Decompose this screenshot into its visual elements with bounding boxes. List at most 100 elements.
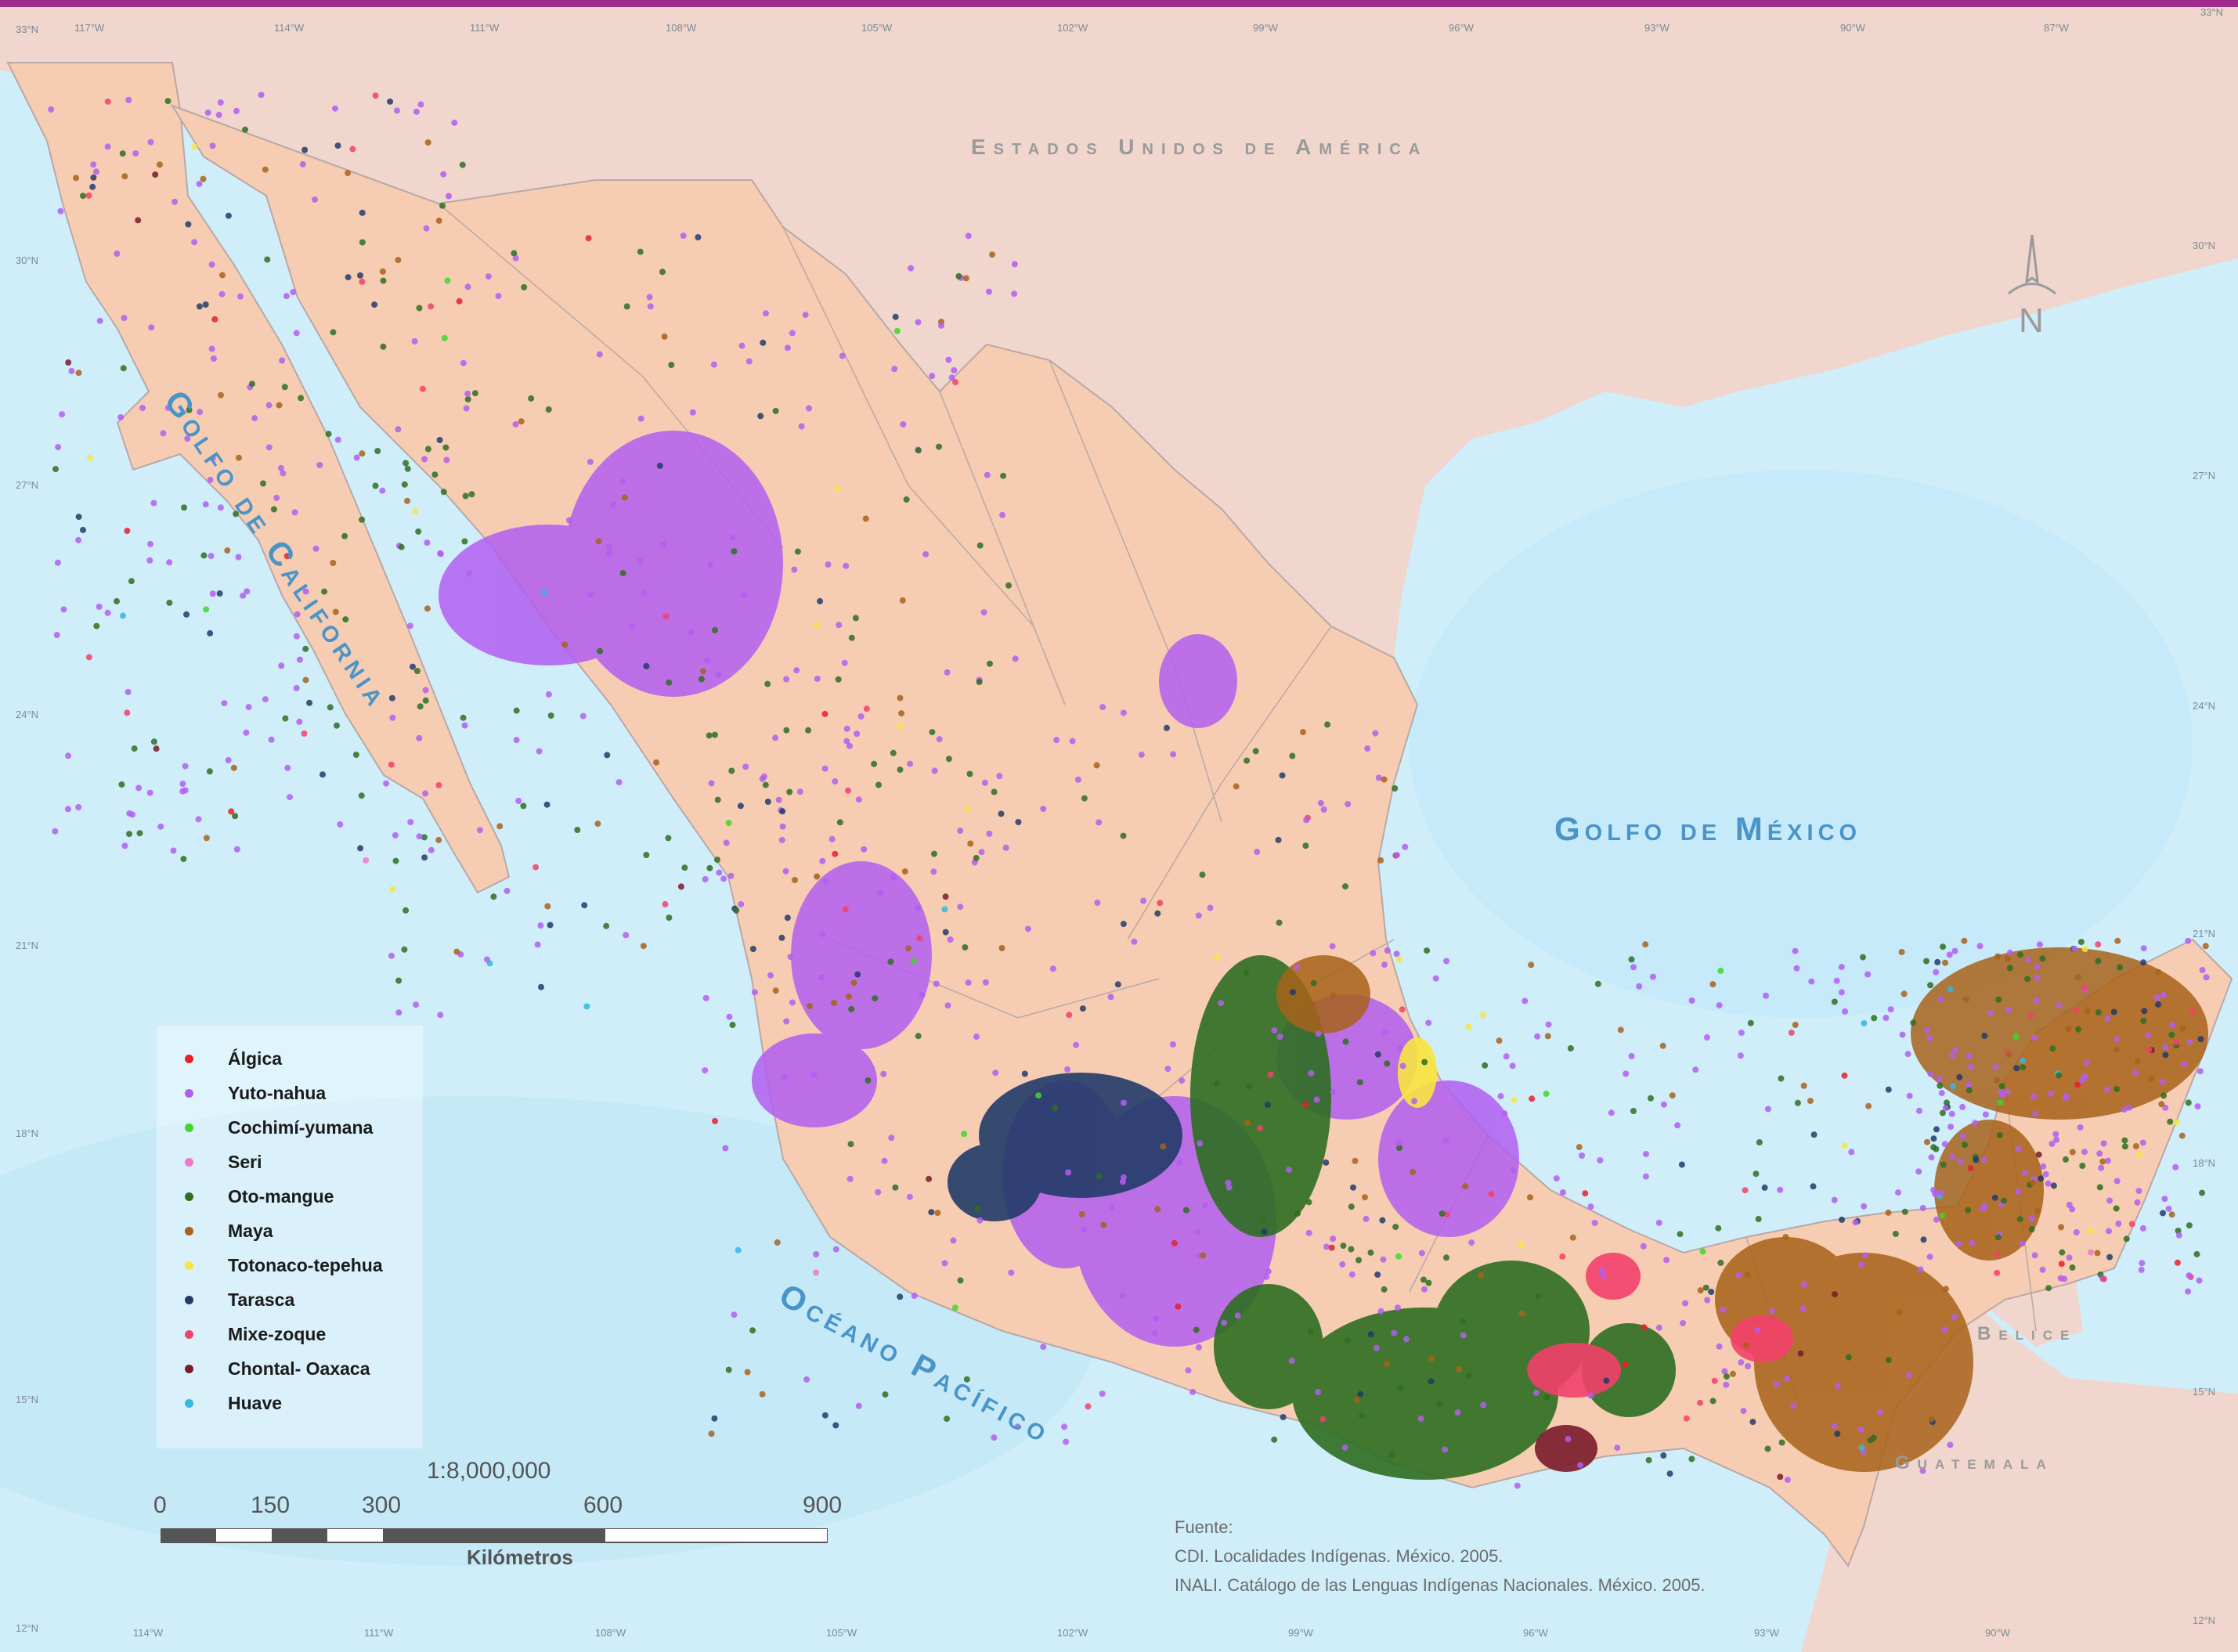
- locality-dot: [735, 1246, 742, 1253]
- locality-dot: [944, 1416, 951, 1423]
- locality-dot: [413, 1001, 419, 1008]
- tick-top: 90°W: [1840, 22, 1865, 34]
- locality-dot: [1021, 1070, 1028, 1077]
- locality-dot: [942, 893, 949, 900]
- locality-dot: [778, 836, 785, 843]
- locality-dot: [1622, 1361, 1629, 1368]
- locality-dot: [637, 557, 644, 564]
- locality-dot: [1965, 1207, 1972, 1214]
- locality-dot: [446, 193, 452, 200]
- locality-dot: [424, 139, 431, 146]
- locality-dot: [666, 914, 673, 922]
- locality-dot: [1559, 1189, 1566, 1196]
- north-label: N: [2019, 301, 2044, 340]
- locality-dot: [2012, 1033, 2020, 1041]
- locality-dot: [1841, 1072, 1848, 1079]
- legend-item-totonaco-tepehua: Totonaco-tepehua: [185, 1251, 383, 1279]
- locality-dot: [1708, 1289, 1715, 1295]
- locality-dot: [2024, 976, 2030, 983]
- locality-dot: [435, 217, 442, 224]
- locality-dot: [1992, 1064, 1999, 1071]
- locality-dot: [1715, 1225, 1722, 1232]
- locality-dot: [955, 272, 962, 280]
- locality-dot: [1120, 709, 1127, 716]
- locality-dot: [680, 233, 687, 240]
- locality-dot: [117, 413, 125, 420]
- locality-dot: [1950, 1083, 1957, 1090]
- locality-dot: [947, 936, 954, 943]
- locality-dot: [442, 444, 449, 451]
- locality-dot: [528, 395, 535, 402]
- locality-dot: [957, 904, 964, 911]
- locality-dot: [2081, 984, 2088, 991]
- locality-dot: [1276, 1033, 1283, 1041]
- locality-dot: [402, 907, 410, 914]
- locality-dot: [1919, 1204, 1926, 1211]
- locality-dot: [89, 183, 96, 190]
- locality-dot: [1182, 1207, 1189, 1214]
- locality-dot: [2196, 1277, 2203, 1284]
- locality-dot: [1716, 1002, 1723, 1009]
- locality-dot: [496, 823, 504, 830]
- locality-dot: [2167, 1118, 2174, 1125]
- locality-dot: [1511, 1096, 1518, 1103]
- locality-dot: [637, 415, 644, 422]
- locality-dot: [1838, 964, 1845, 971]
- locality-dot: [1444, 1211, 1450, 1217]
- legend-dot: [185, 1398, 193, 1408]
- locality-dot: [911, 1293, 918, 1299]
- locality-dot: [2035, 1151, 2042, 1158]
- locality-dot: [2004, 1088, 2011, 1095]
- locality-dot: [1961, 937, 1968, 944]
- locality-dot: [2039, 955, 2046, 962]
- locality-dot: [1650, 973, 1656, 980]
- locality-dot: [460, 714, 467, 721]
- locality-dot: [704, 657, 711, 664]
- locality-dot: [2096, 1150, 2103, 1157]
- locality-dot: [547, 922, 554, 929]
- locality-dot: [150, 738, 157, 745]
- locality-dot: [941, 906, 948, 913]
- locality-dot: [842, 906, 849, 913]
- locality-dot: [915, 319, 922, 326]
- locality-dot: [1348, 1246, 1355, 1253]
- chontal-oaxaca-region: [1535, 1425, 1597, 1472]
- locality-dot: [2162, 1104, 2169, 1111]
- locality-dot: [2006, 949, 2013, 956]
- locality-dot: [1848, 1149, 1855, 1156]
- mixe-zoque-regions: [1527, 1253, 1793, 1398]
- locality-dot: [565, 517, 572, 524]
- locality-dot: [1962, 1142, 1969, 1149]
- tick-right: 18°N: [2193, 1157, 2216, 1169]
- locality-dot: [1395, 1253, 1402, 1260]
- locality-dot: [1655, 1219, 1662, 1226]
- locality-dot: [821, 1412, 828, 1419]
- locality-dot: [846, 993, 852, 1000]
- locality-dot: [1896, 1309, 1903, 1316]
- locality-dot: [1328, 1244, 1335, 1251]
- locality-dot: [890, 874, 897, 881]
- locality-dot: [781, 1074, 788, 1081]
- locality-dot: [1906, 1092, 1913, 1099]
- locality-dot: [2141, 1008, 2148, 1015]
- locality-dot: [585, 235, 592, 242]
- locality-dot: [379, 487, 386, 494]
- locality-dot: [1153, 1315, 1160, 1322]
- locality-dot: [1286, 1167, 1293, 1173]
- locality-dot: [1688, 997, 1695, 1004]
- locality-dot: [1460, 1318, 1467, 1325]
- tick-left: 24°N: [16, 709, 39, 720]
- locality-dot: [1910, 1019, 1917, 1026]
- locality-dot: [536, 748, 543, 755]
- locality-dot: [1276, 919, 1283, 926]
- legend-label: Huave: [228, 1392, 283, 1413]
- locality-dot: [404, 497, 410, 504]
- tick-right: 27°N: [2193, 470, 2216, 482]
- locality-dot: [327, 704, 334, 711]
- locality-dot: [319, 771, 326, 778]
- locality-dot: [1937, 1082, 1944, 1089]
- tick-left: 33°N: [16, 23, 39, 35]
- locality-dot: [135, 217, 142, 224]
- locality-dot: [1246, 1083, 1253, 1090]
- locality-dot: [802, 312, 809, 319]
